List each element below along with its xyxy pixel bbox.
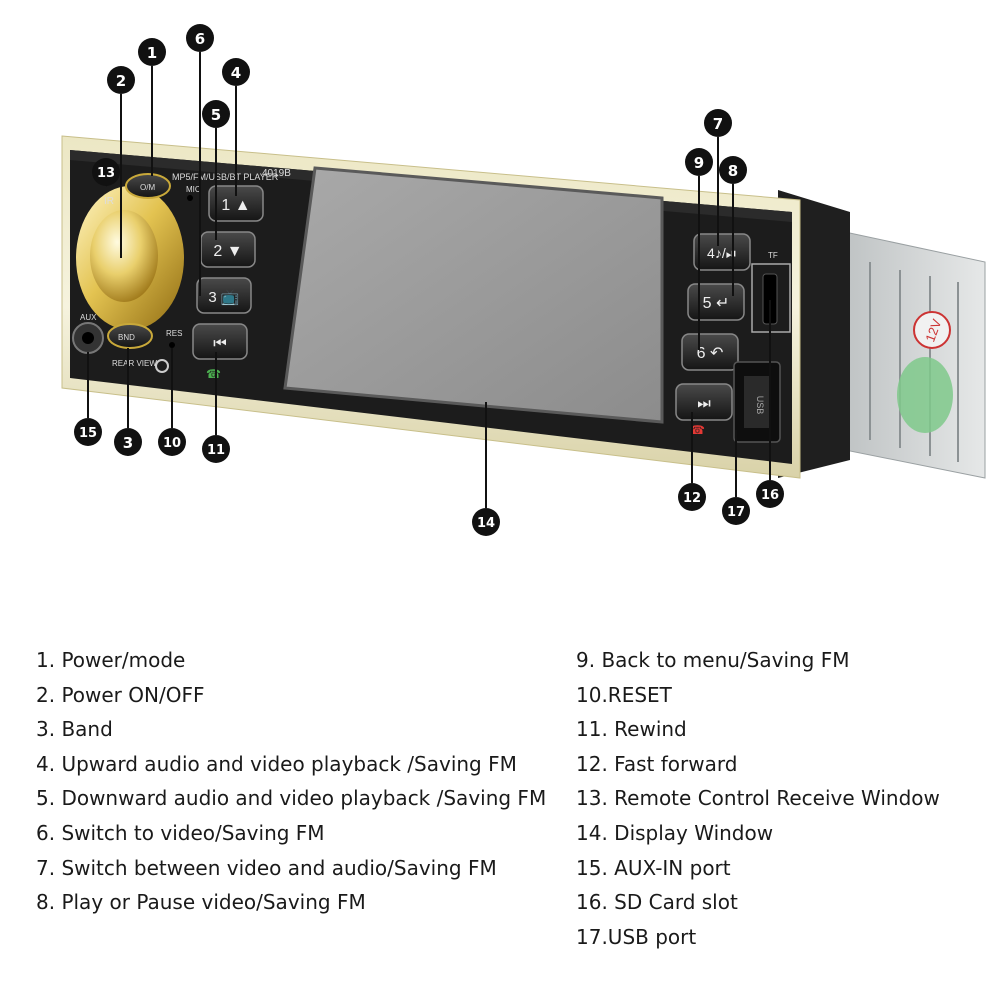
legend-item: 1. Power/mode	[36, 648, 186, 672]
svg-text:12: 12	[683, 491, 701, 506]
callout-5: 5	[202, 100, 230, 128]
legend-item: 9. Back to menu/Saving FM	[576, 648, 850, 672]
usb-text: USB	[755, 396, 765, 415]
bnd-text: BND	[118, 333, 135, 342]
legend-item: 5. Downward audio and video playback /Sa…	[36, 786, 547, 811]
legend-item: 12. Fast forward	[576, 751, 738, 776]
svg-text:6 ↶: 6 ↶	[697, 345, 724, 362]
callout-11: 11	[202, 435, 230, 463]
mic-text: MIC	[186, 185, 201, 194]
legend-left: 1. Power/mode 2. Power ON/OFF 3. Band 4.…	[36, 645, 546, 922]
leader-lines	[87, 52, 771, 508]
callout-6: 6	[186, 24, 214, 52]
display-window	[283, 166, 664, 424]
callout-9: 9	[685, 148, 713, 176]
res-text: RES	[166, 329, 182, 338]
svg-text:1 ▲: 1 ▲	[221, 197, 250, 214]
model-text: 4019B	[262, 168, 291, 179]
callout-2: 2	[107, 66, 135, 94]
aux-in-port[interactable]	[72, 322, 104, 354]
svg-text:4: 4	[231, 64, 241, 82]
fast-forward-icon: ⏭	[697, 395, 711, 412]
svg-text:7: 7	[713, 115, 723, 133]
svg-text:3: 3	[123, 434, 133, 452]
svg-text:1: 1	[147, 44, 157, 62]
legend-item: 7. Switch between video and audio/Saving…	[36, 855, 497, 880]
om-button[interactable]	[125, 173, 171, 199]
right-button-4[interactable]: 4♪/⏯	[693, 233, 751, 271]
rear-view-text: REAR VIEW	[112, 359, 157, 368]
om-text: O/M	[140, 183, 155, 192]
ir-text: IR	[104, 196, 114, 207]
svg-text:2 ▼: 2 ▼	[213, 243, 242, 260]
callout-8: 8	[719, 156, 747, 184]
player-type-text: MP5/FM/USB/BT PLAYER	[172, 172, 279, 182]
svg-text:15: 15	[79, 426, 97, 441]
callout-14: 14	[472, 508, 500, 536]
rewind-icon: ⏮	[213, 335, 227, 352]
svg-text:10: 10	[163, 436, 181, 451]
legend-item: 6. Switch to video/Saving FM	[36, 820, 325, 845]
car-radio-diagram: 12V 4019B MP5/FM/USB/BT PLAYER O/M MIC I…	[61, 24, 986, 536]
callout-12: 12	[678, 483, 706, 511]
svg-text:13: 13	[97, 166, 115, 181]
legend-item: 10.RESET	[576, 682, 672, 707]
tf-text: TF	[768, 251, 778, 260]
voltage-sticker	[913, 311, 951, 349]
callouts: 1 2 3 4 5 6 7 8 9 10 11 12 13 14 15 16 1…	[74, 24, 784, 536]
svg-text:2: 2	[116, 72, 126, 90]
legend-item: 4. Upward audio and video playback /Savi…	[36, 751, 517, 776]
svg-text:14: 14	[477, 516, 495, 531]
mic-hole	[187, 195, 193, 201]
bnd-button[interactable]	[107, 323, 153, 349]
svg-text:4♪/⏯: 4♪/⏯	[707, 245, 737, 261]
legend-item: 13. Remote Control Receive Window	[576, 786, 940, 811]
callout-10: 10	[158, 428, 186, 456]
legend-item: 16. SD Card slot	[576, 890, 738, 915]
phone-hangup-icon: ☎	[690, 423, 705, 437]
left-button-2[interactable]: 2 ▼	[200, 231, 256, 268]
right-button-5[interactable]: 5 ↵	[687, 283, 745, 321]
callout-1: 1	[138, 38, 166, 66]
svg-text:5 ↵: 5 ↵	[703, 295, 730, 312]
svg-text:11: 11	[207, 443, 225, 458]
svg-text:16: 16	[761, 488, 779, 503]
legend-item: 3. Band	[36, 717, 113, 742]
rear-view-camera-icon	[155, 359, 169, 373]
svg-text:8: 8	[728, 162, 738, 180]
legend-item: 15. AUX-IN port	[576, 855, 731, 880]
callout-13: 13	[92, 158, 120, 186]
legend-item: 11. Rewind	[576, 717, 687, 742]
fast-forward-button[interactable]: ⏭	[675, 383, 733, 421]
legend-item: 17.USB port	[576, 924, 697, 949]
left-button-3[interactable]: 3 📺	[196, 277, 252, 314]
green-sticker	[897, 357, 953, 433]
callout-7: 7	[704, 109, 732, 137]
callout-17: 17	[722, 497, 750, 525]
rewind-button[interactable]: ⏮	[192, 323, 248, 360]
callout-3: 3	[114, 428, 142, 456]
metal-chassis: 12V	[844, 231, 986, 479]
usb-port[interactable]: USB	[733, 361, 781, 443]
svg-text:6: 6	[195, 30, 205, 48]
right-button-6[interactable]: 6 ↶	[681, 333, 739, 371]
legend-item: 8. Play or Pause video/Saving FM	[36, 890, 366, 915]
svg-text:3 📺: 3 📺	[208, 289, 239, 306]
phone-answer-icon: ☎	[206, 367, 221, 381]
callout-4: 4	[222, 58, 250, 86]
callout-16: 16	[756, 480, 784, 508]
legend-item: 2. Power ON/OFF	[36, 682, 205, 707]
power-knob[interactable]	[76, 186, 184, 330]
svg-text:9: 9	[694, 154, 704, 172]
svg-text:17: 17	[727, 505, 745, 520]
legend-item: 14. Display Window	[576, 820, 774, 845]
legend-right: 9. Back to menu/Saving FM 10.RESET 11. R…	[576, 645, 940, 956]
aux-text: AUX	[80, 313, 97, 322]
reset-hole[interactable]	[169, 342, 175, 348]
callout-15: 15	[74, 418, 102, 446]
svg-text:5: 5	[211, 106, 221, 124]
